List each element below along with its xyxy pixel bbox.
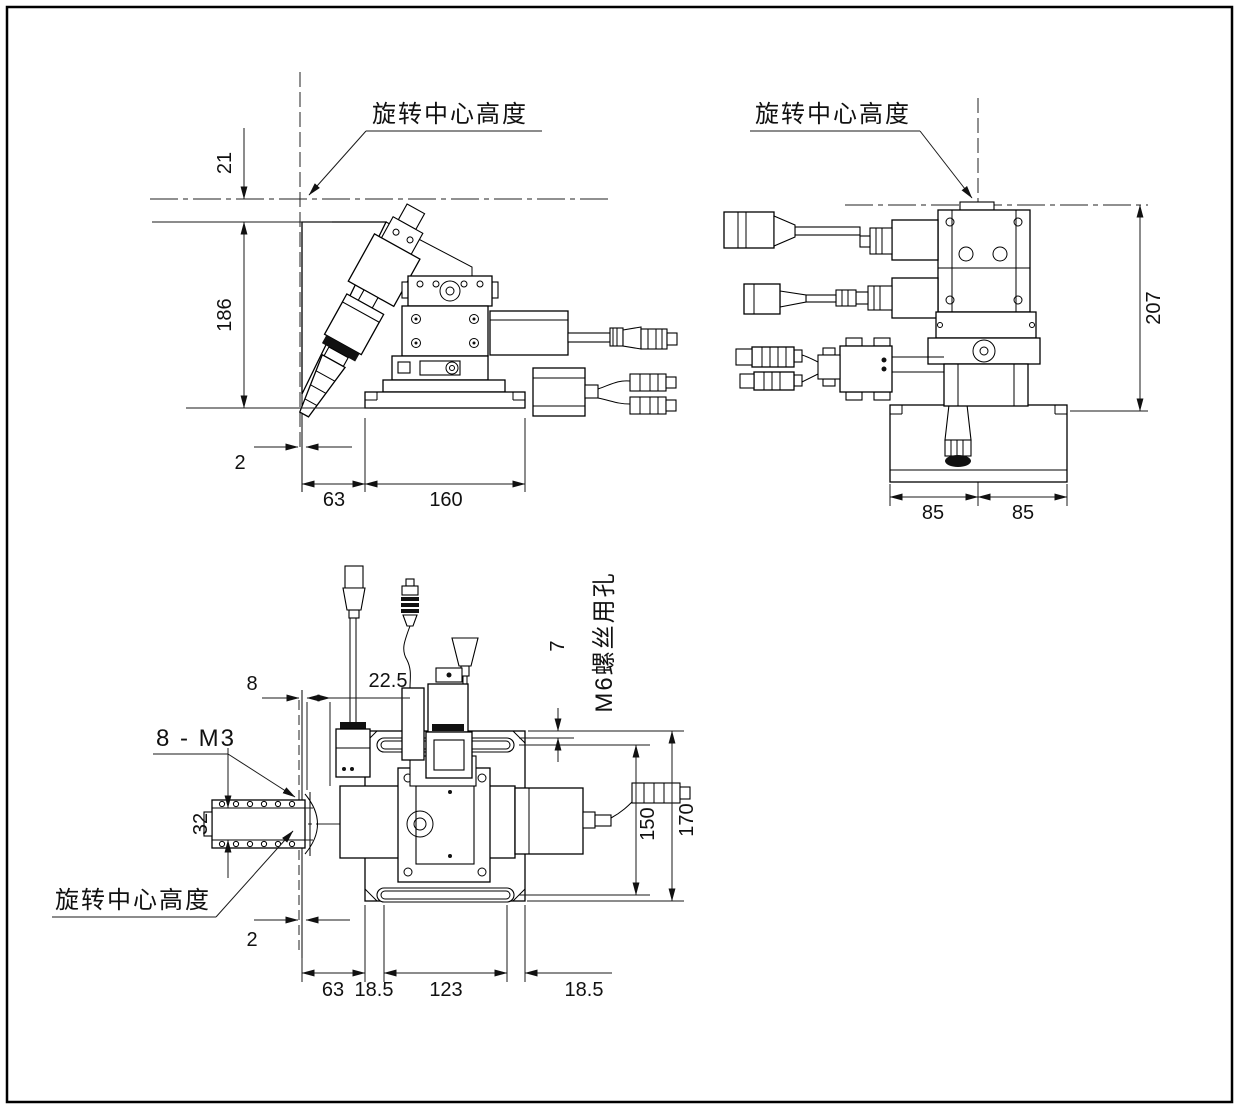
dim-label-2-plan: 2 <box>246 929 257 951</box>
dim-label-18-5-left: 18.5 <box>355 979 394 1001</box>
cable-connector-plan-1 <box>344 565 364 589</box>
mounting-slot-bottom <box>376 887 515 903</box>
dim-label-123: 123 <box>429 979 462 1001</box>
probe-plan <box>211 799 306 849</box>
dim-label-150: 150 <box>637 807 659 840</box>
micrometer-plan <box>451 637 479 667</box>
y-motor-side <box>532 367 586 417</box>
base-plate-front <box>889 404 1068 483</box>
rotation-center-label-front: 旋转中心高度 <box>755 101 911 128</box>
side-view: 旋转中心高度 21 186 2 63 160 <box>150 72 678 511</box>
dim-label-207: 207 <box>1143 291 1165 324</box>
cable-connector-plan-2 <box>401 585 419 596</box>
cable-front-1 <box>794 226 861 236</box>
cable-connector-side-1 <box>640 328 668 350</box>
dim-label-22-5: 22.5 <box>369 670 408 692</box>
motor-plan-right <box>514 787 584 855</box>
cable-connector-front-2 <box>743 283 781 315</box>
dim-label-186: 186 <box>214 298 236 331</box>
dim-label-8: 8 <box>246 673 257 695</box>
x-motor-side <box>489 310 569 356</box>
base-plate-side <box>364 391 526 409</box>
dim-label-170: 170 <box>676 803 698 836</box>
cable-connector-front-3 <box>751 346 795 368</box>
dim-label-63-side: 63 <box>323 489 345 511</box>
dim-label-160: 160 <box>429 489 462 511</box>
dim-label-32: 32 <box>190 813 212 835</box>
dim-label-63-plan: 63 <box>322 979 344 1001</box>
stage-mechanism-plan <box>203 565 691 883</box>
screw-callout-label: 8 - M3 <box>156 725 236 752</box>
cable-connector-side-3 <box>629 396 667 415</box>
sheet-border <box>5 5 1234 1104</box>
m6-screw-hole-label: M6螺丝用孔 <box>591 571 618 712</box>
cable-connector-front-1 <box>723 211 775 249</box>
cable-connector-plan-right <box>631 782 681 804</box>
rotation-center-label-plan: 旋转中心高度 <box>55 887 211 914</box>
cable-connector-front-4 <box>753 371 795 391</box>
plan-view: 8 - M3 旋转中心高度 8 22.5 7 M6螺丝用孔 32 2 150 1… <box>52 565 698 1001</box>
dim-label-18-5-right: 18.5 <box>565 979 604 1001</box>
dim-label-85-right: 85 <box>1012 502 1034 524</box>
cable-connector-side-2 <box>629 373 667 392</box>
front-view: 旋转中心高度 207 85 85 <box>723 98 1165 524</box>
stage-stack-side <box>364 275 678 417</box>
stage-stack-front <box>723 201 1041 407</box>
dim-label-85-left: 85 <box>922 502 944 524</box>
dim-label-21: 21 <box>214 152 236 174</box>
rotation-center-label-side: 旋转中心高度 <box>372 101 528 128</box>
dim-label-7: 7 <box>547 640 569 651</box>
adjust-knob-front <box>945 455 971 467</box>
dim-label-2-side: 2 <box>234 452 245 474</box>
